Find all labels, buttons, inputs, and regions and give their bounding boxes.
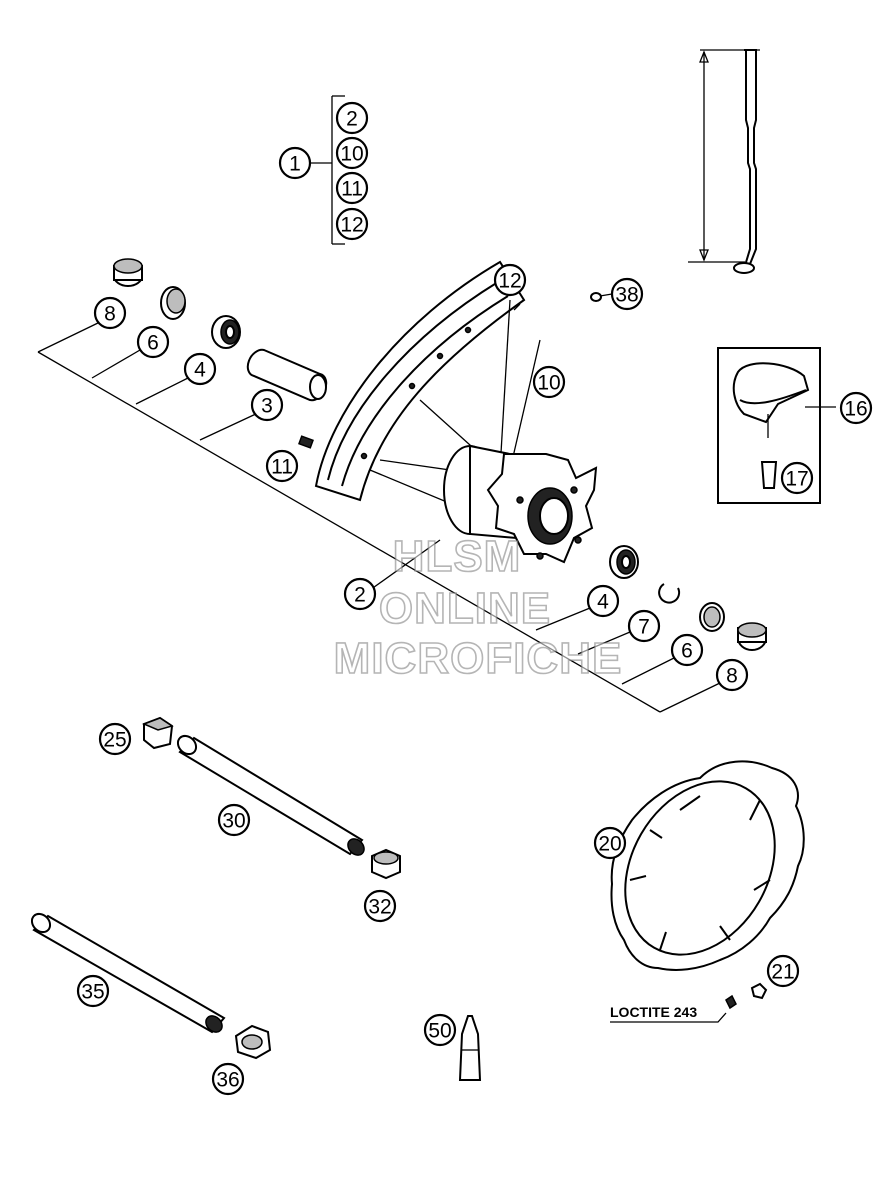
callout-number: 12: [498, 270, 521, 293]
callout-c10b: 10: [532, 365, 566, 399]
callout-number: 3: [261, 395, 273, 418]
callout-number: 2: [354, 584, 366, 607]
part-35-axle: [30, 912, 226, 1034]
callout-number: 7: [638, 616, 650, 639]
callout-number: 50: [428, 1020, 451, 1043]
callout-number: 17: [785, 468, 808, 491]
callout-c21: 21: [766, 954, 800, 988]
callout-c8a: 8: [93, 296, 127, 330]
callout-number: 4: [597, 591, 609, 614]
callout-c10a: 10: [335, 136, 369, 170]
callout-c25: 25: [98, 722, 132, 756]
callout-c30: 30: [217, 803, 251, 837]
leader-lines: [37, 293, 836, 1023]
callout-number: 11: [271, 456, 293, 479]
callout-number: 1: [289, 153, 301, 176]
part-30-axle: [176, 734, 365, 856]
callout-c2b: 2: [343, 577, 377, 611]
callout-c12a: 12: [335, 207, 369, 241]
callout-number: 6: [681, 640, 693, 663]
callout-c16: 16: [839, 391, 873, 425]
callout-number: 6: [147, 332, 159, 355]
callout-c38: 38: [610, 277, 644, 311]
part-25-nut: [141, 716, 174, 750]
part-36-nut: [234, 1024, 272, 1060]
callout-c2a: 2: [335, 101, 369, 135]
callout-number: 8: [726, 665, 738, 688]
callout-number: 21: [771, 961, 794, 984]
watermark-line-2: ONLINE: [378, 583, 552, 634]
callout-number: 11: [341, 178, 363, 201]
callout-number: 36: [216, 1069, 239, 1092]
callout-c4b: 4: [586, 584, 620, 618]
spoke-illustration: [688, 49, 760, 274]
callout-c32: 32: [363, 889, 397, 923]
callout-c12b: 12: [493, 263, 527, 297]
right-spacers: [609, 545, 767, 651]
kit-bracket: [310, 95, 345, 245]
callout-c8b: 8: [715, 658, 749, 692]
callout-c17: 17: [780, 461, 814, 495]
callout-number: 16: [844, 398, 867, 421]
callout-number: 30: [222, 810, 245, 833]
callout-number: 10: [340, 143, 363, 166]
watermark-line-1: HLSM: [392, 531, 522, 582]
callout-c7: 7: [627, 609, 661, 643]
callout-c35: 35: [76, 974, 110, 1008]
callout-c6b: 6: [670, 633, 704, 667]
left-spacers: [113, 258, 328, 449]
callout-number: 12: [340, 214, 363, 237]
callout-number: 10: [537, 372, 560, 395]
callout-number: 4: [194, 359, 206, 382]
watermark-line-3: MICROFICHE: [333, 633, 623, 684]
rim-lock-box: [717, 347, 821, 504]
callout-number: 20: [598, 833, 621, 856]
callout-c50: 50: [423, 1013, 457, 1047]
callout-c36: 36: [211, 1062, 245, 1096]
callout-c11b: 11: [265, 449, 299, 483]
callout-number: 2: [346, 108, 358, 131]
part-38-clip: [590, 292, 602, 302]
loctite-note: LOCTITE 243: [610, 1004, 698, 1020]
part-21-screw: [725, 982, 768, 1010]
wheel-hub: [443, 444, 598, 564]
part-20-brake-disc: [610, 760, 805, 971]
callout-c1: 1: [278, 146, 312, 180]
callout-number: 8: [104, 303, 116, 326]
part-32-nut: [371, 848, 401, 880]
callout-c6a: 6: [136, 325, 170, 359]
callout-c11a: 11: [335, 171, 369, 205]
callout-number: 35: [81, 981, 104, 1004]
callout-number: 38: [615, 284, 638, 307]
part-50-valve-cap: [458, 1015, 482, 1081]
callout-number: 25: [103, 729, 126, 752]
callout-number: 32: [368, 896, 391, 919]
callout-c4a: 4: [183, 352, 217, 386]
callout-c20: 20: [593, 826, 627, 860]
callout-c3: 3: [250, 388, 284, 422]
